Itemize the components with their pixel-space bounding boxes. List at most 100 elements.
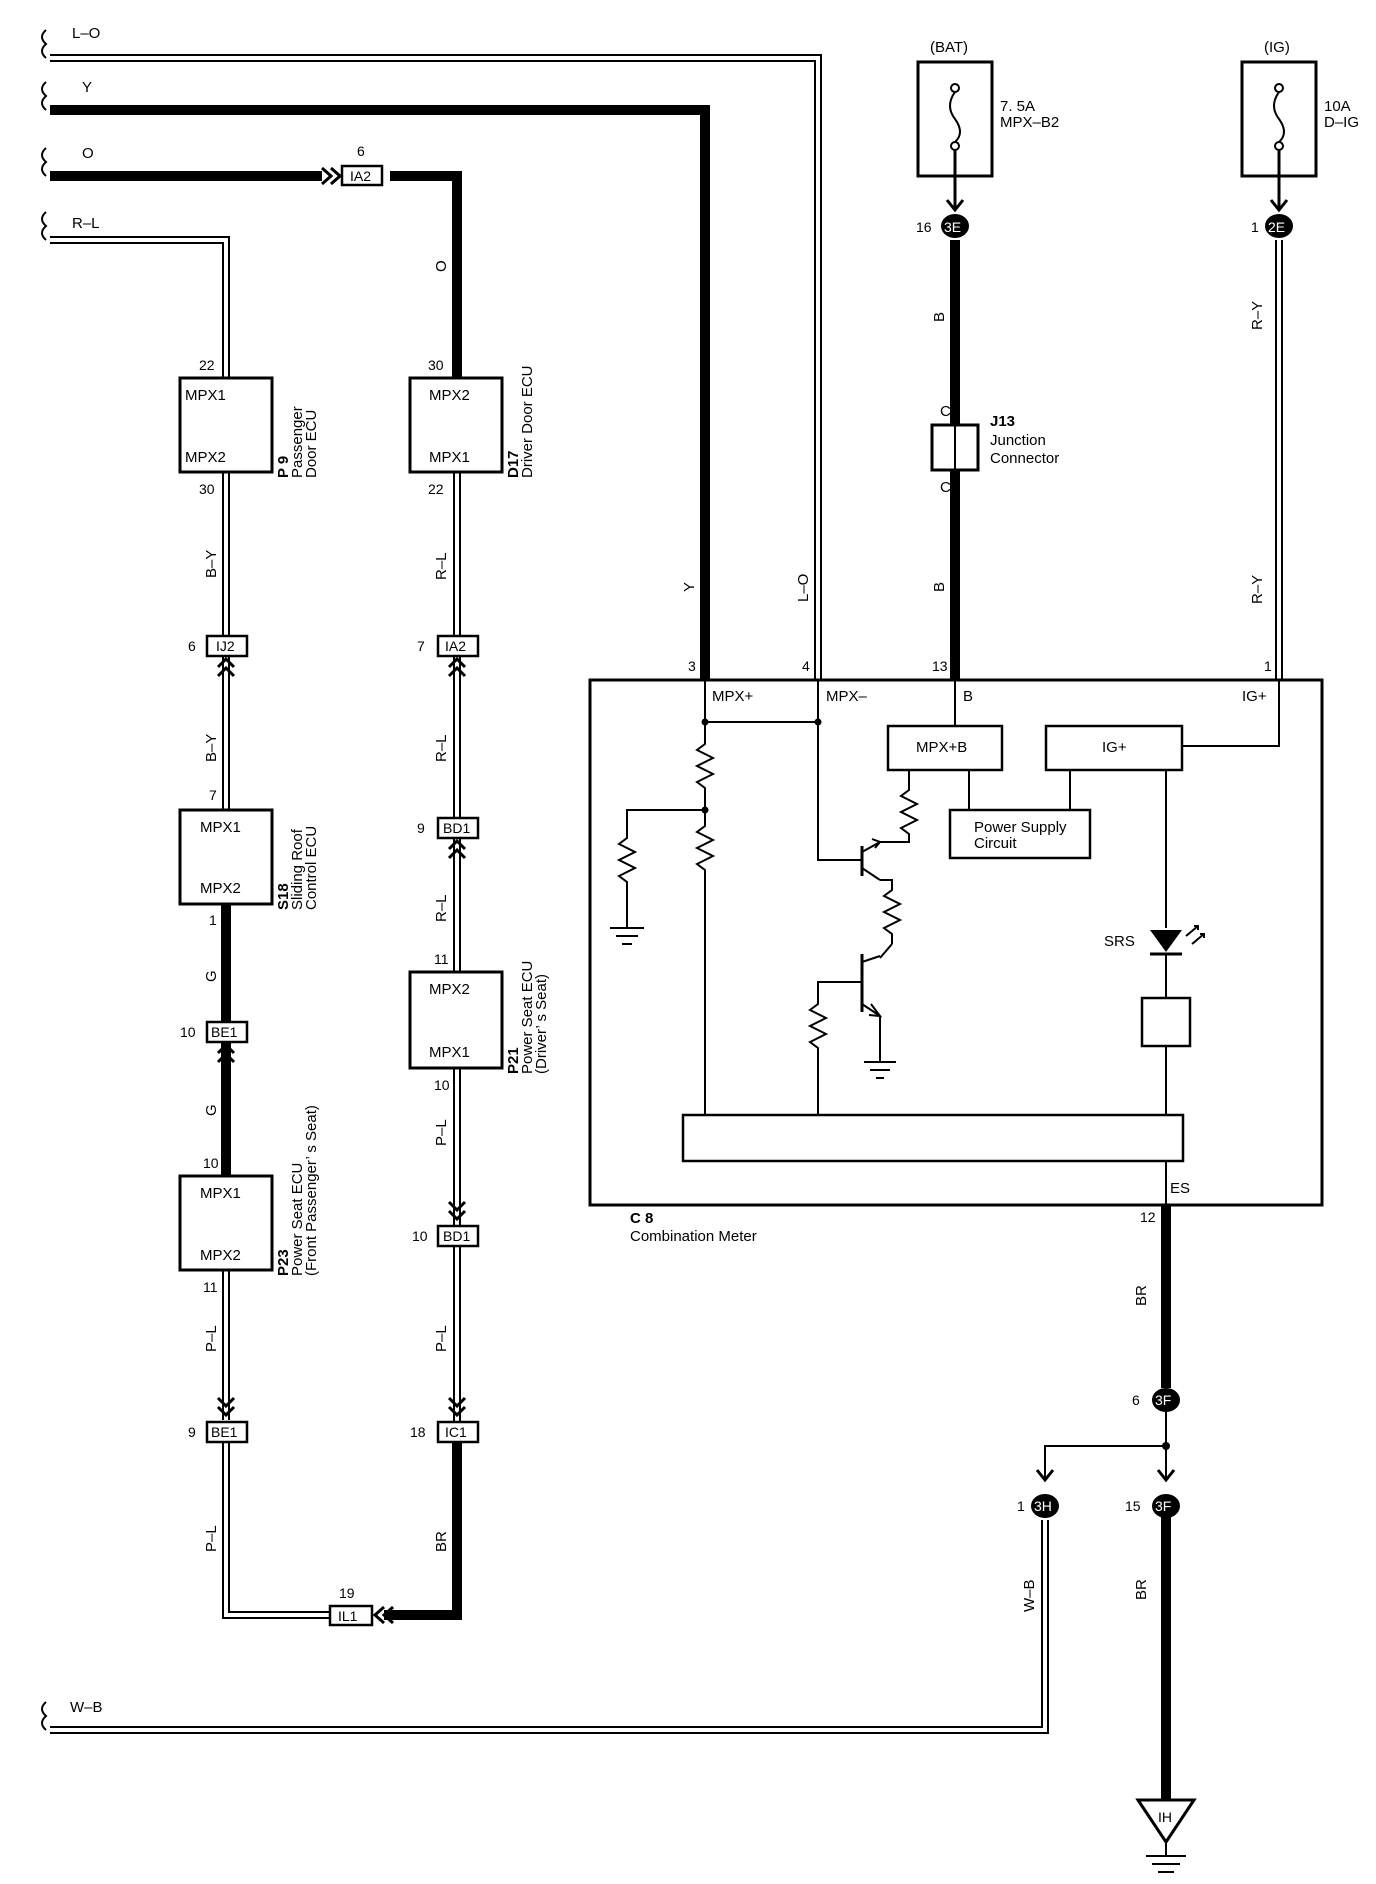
svg-text:(Driver’ s Seat): (Driver’ s Seat) — [533, 974, 550, 1074]
svg-text:22: 22 — [199, 357, 215, 373]
svg-text:18: 18 — [410, 1424, 426, 1440]
svg-text:3F: 3F — [1155, 1498, 1171, 1514]
svg-text:MPX2: MPX2 — [185, 449, 226, 466]
svg-text:4: 4 — [802, 658, 810, 674]
svg-text:Passenger: Passenger — [289, 406, 306, 478]
svg-text:IJ2: IJ2 — [216, 638, 235, 654]
svg-text:O: O — [433, 260, 450, 272]
svg-text:BR: BR — [1133, 1579, 1150, 1600]
svg-text:6: 6 — [188, 638, 196, 654]
connector-3f-b: 3F 15 — [1125, 1494, 1180, 1518]
connector-3e: 3E 16 — [916, 214, 969, 238]
svg-text:R–L: R–L — [72, 215, 100, 232]
svg-text:MPX1: MPX1 — [185, 387, 226, 404]
svg-text:SRS: SRS — [1104, 933, 1135, 950]
middle-column-wiring — [384, 472, 462, 1620]
svg-text:3F: 3F — [1155, 1392, 1171, 1408]
svg-text:Sliding Roof: Sliding Roof — [289, 828, 306, 910]
svg-text:19: 19 — [339, 1585, 355, 1601]
svg-text:Power Seat ECU: Power Seat ECU — [519, 961, 536, 1074]
svg-text:C: C — [940, 403, 951, 420]
svg-text:IG+: IG+ — [1242, 688, 1267, 705]
svg-text:MPX+B: MPX+B — [916, 739, 967, 756]
svg-text:MPX1: MPX1 — [429, 449, 470, 466]
svg-text:MPX+: MPX+ — [712, 688, 754, 705]
svg-text:O: O — [82, 145, 94, 162]
svg-text:MPX–B2: MPX–B2 — [1000, 114, 1059, 131]
svg-text:S18: S18 — [275, 883, 292, 910]
svg-text:ES: ES — [1170, 1180, 1190, 1197]
svg-text:6: 6 — [1132, 1392, 1140, 1408]
svg-text:P–L: P–L — [203, 1525, 220, 1552]
wire-entry-o: O — [41, 145, 462, 378]
svg-text:9: 9 — [188, 1424, 196, 1440]
svg-text:13: 13 — [932, 658, 948, 674]
ecu-p9: MPX1 MPX2 22 30 P 9 Passenger Door ECU — [178, 357, 320, 497]
svg-text:MPX–: MPX– — [826, 688, 868, 705]
connector-3f-a: 3F 6 — [1132, 1388, 1180, 1412]
svg-text:R–L: R–L — [433, 552, 450, 580]
svg-text:Power Seat ECU: Power Seat ECU — [289, 1163, 306, 1276]
connector-2e: 2E 1 — [1251, 214, 1293, 238]
svg-text:Y: Y — [82, 79, 92, 96]
svg-text:P–L: P–L — [433, 1325, 450, 1352]
connector-be1-a: BE1 10 — [180, 1020, 249, 1064]
svg-text:9: 9 — [417, 820, 425, 836]
connector-bd1-b: BD1 10 — [412, 1200, 480, 1248]
connector-ia2-top: IA2 6 — [321, 143, 384, 187]
svg-text:15: 15 — [1125, 1498, 1141, 1514]
svg-text:R–Y: R–Y — [1249, 301, 1266, 330]
svg-text:C 8: C 8 — [630, 1210, 653, 1227]
svg-text:MPX2: MPX2 — [200, 1247, 241, 1264]
svg-text:30: 30 — [428, 357, 444, 373]
svg-text:G: G — [203, 1104, 220, 1116]
svg-text:(BAT): (BAT) — [930, 39, 968, 56]
svg-text:R–Y: R–Y — [1249, 575, 1266, 604]
svg-text:3E: 3E — [944, 219, 961, 235]
connector-il1: IL1 19 — [328, 1585, 394, 1627]
svg-text:Door ECU: Door ECU — [303, 410, 320, 478]
svg-text:16: 16 — [916, 219, 932, 235]
svg-text:MPX2: MPX2 — [429, 981, 470, 998]
svg-text:W–B: W–B — [70, 1699, 103, 1716]
svg-text:10A: 10A — [1324, 98, 1351, 115]
svg-text:MPX2: MPX2 — [429, 387, 470, 404]
svg-text:Driver Door ECU: Driver Door ECU — [519, 365, 536, 478]
svg-text:P 9: P 9 — [275, 456, 292, 478]
combination-meter: 3 4 13 1 MPX+ MPX– B IG+ ES 12 C 8 Combi… — [588, 658, 1324, 1245]
svg-text:IC1: IC1 — [445, 1424, 467, 1440]
svg-text:Junction: Junction — [990, 432, 1046, 449]
svg-text:7: 7 — [209, 787, 217, 803]
wire-entry-r-l: R–L — [41, 211, 230, 378]
svg-text:C: C — [940, 479, 951, 496]
fuse-bat: (BAT) 7. 5A MPX–B2 — [916, 39, 1059, 178]
svg-text:BD1: BD1 — [443, 820, 470, 836]
svg-text:L–O: L–O — [795, 574, 812, 602]
svg-text:P–L: P–L — [433, 1119, 450, 1146]
svg-text:D–IG: D–IG — [1324, 114, 1359, 131]
svg-text:1: 1 — [1251, 219, 1259, 235]
connector-bd1-a: BD1 9 — [417, 816, 480, 860]
connector-ic1: IC1 18 — [410, 1396, 480, 1444]
svg-text:D17: D17 — [505, 450, 522, 478]
svg-text:W–B: W–B — [1021, 1579, 1038, 1612]
svg-text:1: 1 — [209, 912, 217, 928]
svg-text:11: 11 — [203, 1279, 218, 1295]
connector-be1-b: BE1 9 — [188, 1396, 249, 1444]
svg-text:B–Y: B–Y — [203, 550, 220, 578]
svg-text:BD1: BD1 — [443, 1228, 470, 1244]
svg-text:MPX1: MPX1 — [200, 819, 241, 836]
svg-text:R–L: R–L — [433, 894, 450, 922]
svg-text:30: 30 — [199, 481, 215, 497]
svg-text:12: 12 — [1140, 1209, 1156, 1225]
wire-entry-w-b: W–B — [41, 1520, 1049, 1734]
svg-text:7: 7 — [417, 638, 425, 654]
svg-text:B: B — [931, 312, 948, 322]
svg-text:1: 1 — [1264, 658, 1272, 674]
svg-text:B: B — [931, 582, 948, 592]
connector-ij2: IJ2 6 — [188, 634, 249, 678]
fuse-ig: (IG) 10A D–IG — [1240, 39, 1359, 178]
ground-circuit-wiring — [1035, 1205, 1176, 1800]
svg-text:(Front Passenger’ s Seat): (Front Passenger’ s Seat) — [303, 1105, 320, 1276]
svg-text:6: 6 — [357, 143, 365, 159]
